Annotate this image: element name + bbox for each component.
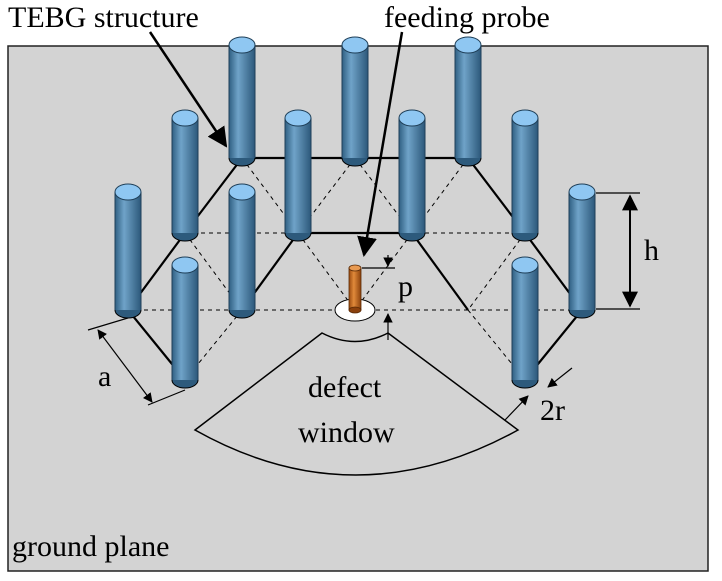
defect-window-outline [193,332,520,476]
dim-a-label: a [98,360,111,393]
dimension-p [362,255,395,340]
rod [228,36,256,167]
dimension-2r [504,367,573,421]
rod [454,36,482,167]
rod [511,109,539,242]
annotation-arrows [148,31,404,257]
tebg-pointer [148,31,228,148]
dimension-a [87,317,186,406]
feeding-probe [334,264,376,322]
tebg-structure-label: TEBG structure [8,1,199,34]
rod [114,183,142,319]
dim-2r-label: 2r [540,394,565,427]
lattice-solid-lines [126,156,584,381]
rod [171,256,199,389]
dim-h-label: h [644,234,659,267]
rod [341,36,369,167]
rod [398,109,426,242]
rod [284,109,312,242]
rod [171,109,199,242]
feeding-probe-label: feeding probe [384,1,550,34]
rod-group [114,36,596,389]
rod [228,183,256,319]
dimension-h [596,192,640,310]
rod [511,256,539,389]
ground-plane-label: ground plane [12,530,169,563]
probe-pointer [357,31,404,257]
defect-label-line1: defect [308,371,382,404]
dim-p-label: p [398,270,413,303]
defect-label-line2: window [298,416,395,449]
rod [568,183,596,319]
